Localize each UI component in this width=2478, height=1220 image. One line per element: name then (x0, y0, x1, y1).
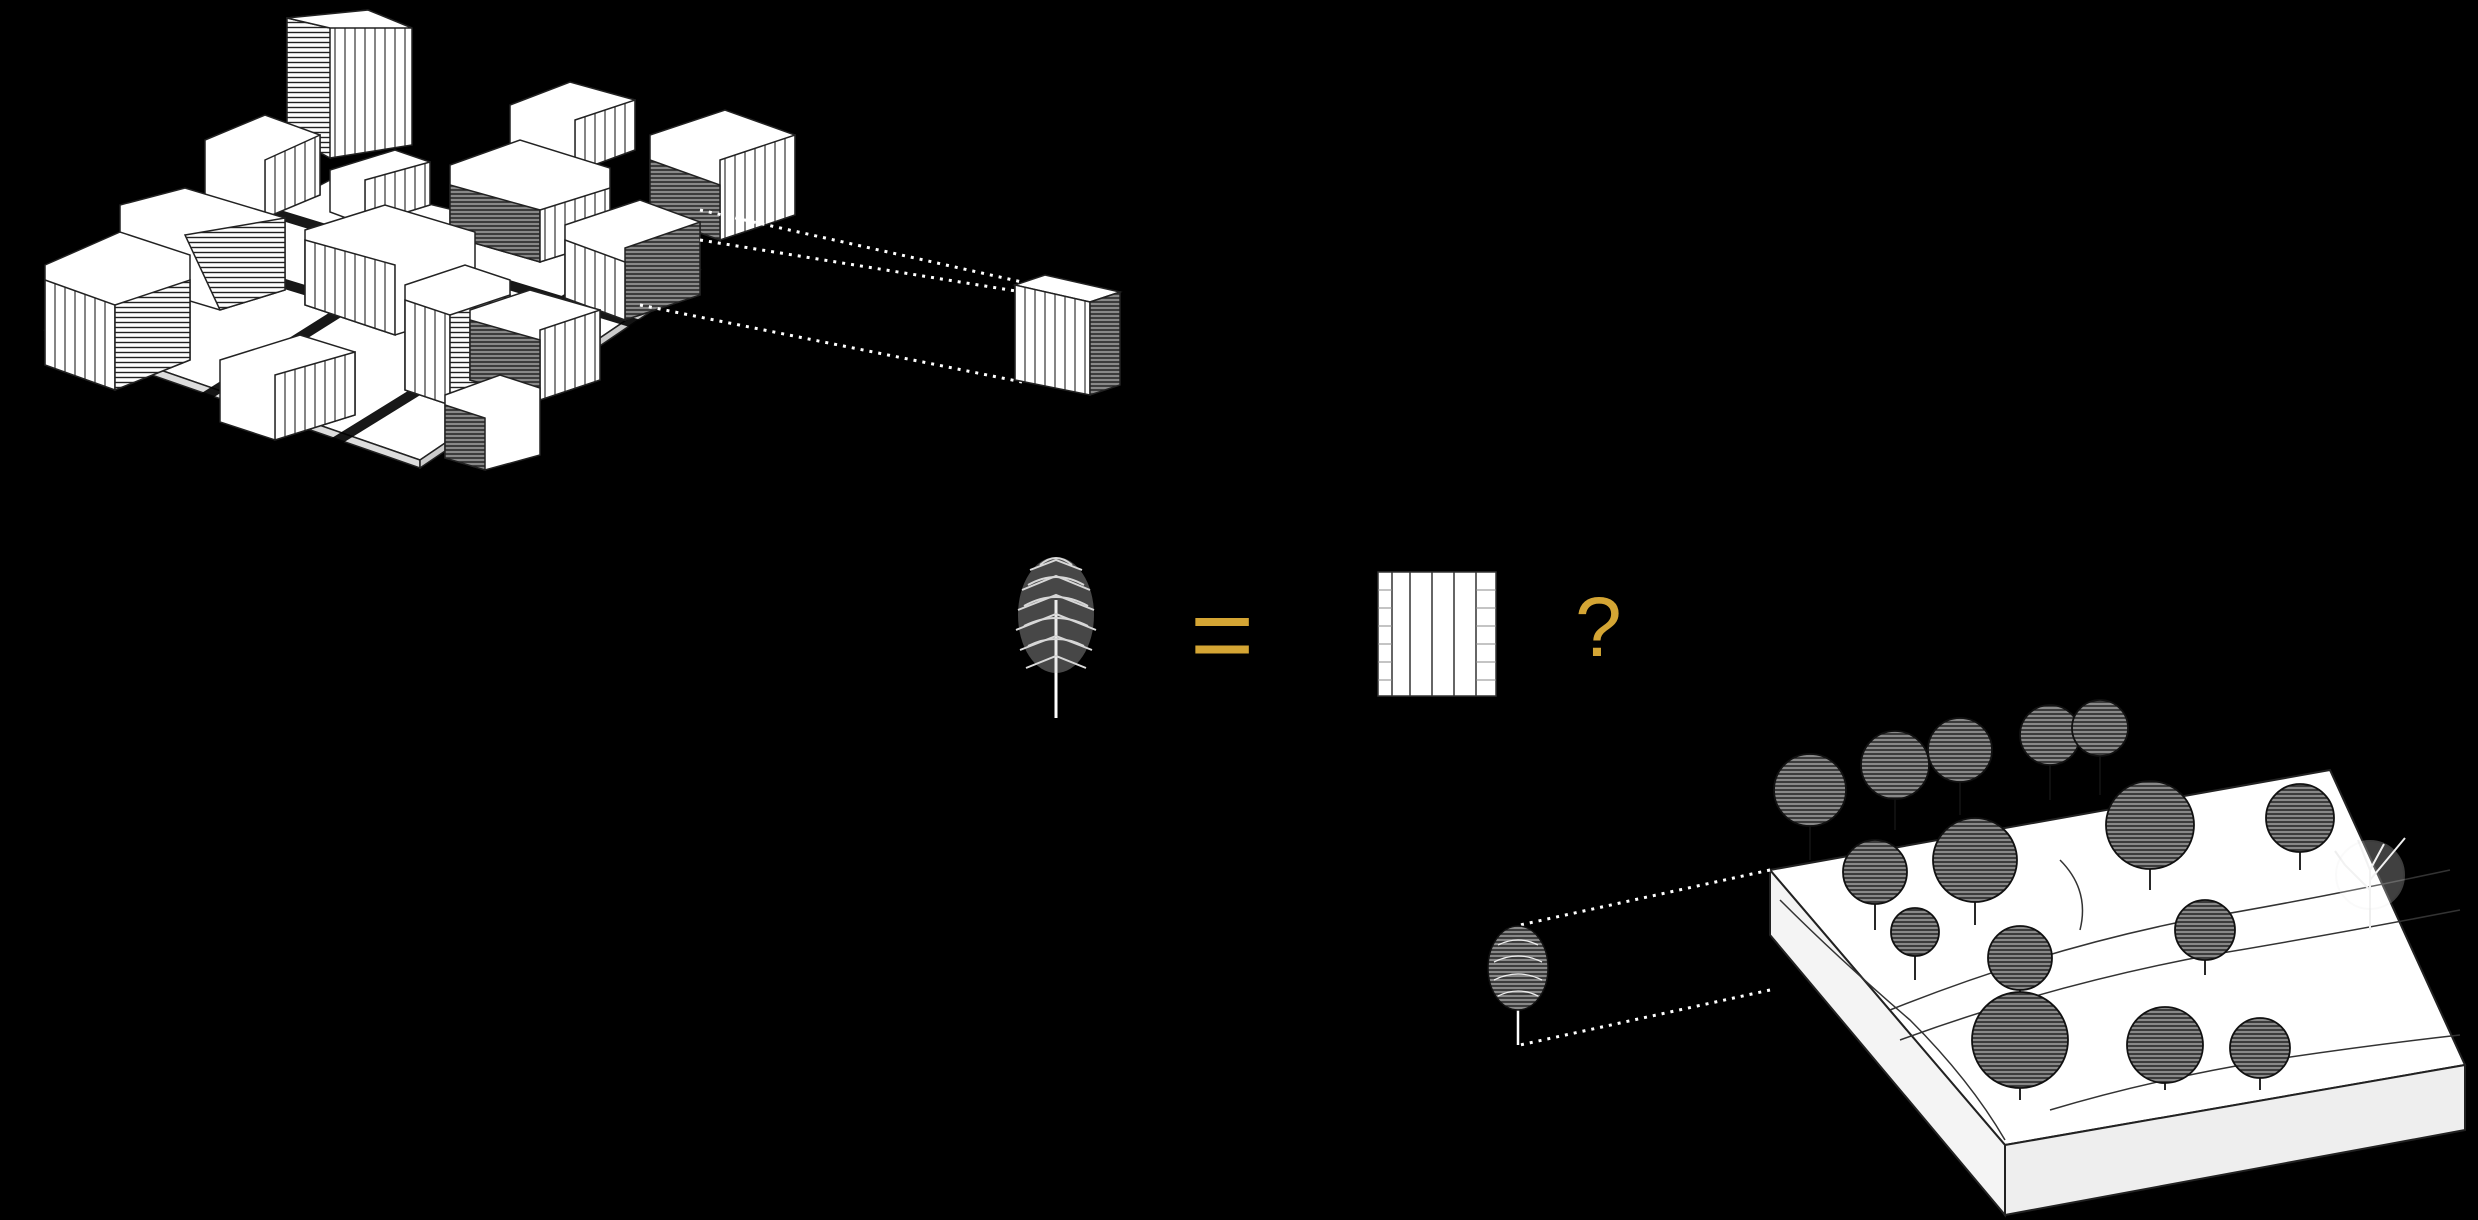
building-back-2 (649, 109, 796, 242)
bare-tree (2334, 837, 2406, 930)
tree-8 (1842, 839, 1908, 930)
tree-11 (2174, 899, 2236, 975)
building-front-2 (469, 289, 601, 402)
building-facade-icon (1377, 571, 1497, 697)
single-tree-icon (1015, 557, 1097, 718)
building-left-2 (44, 231, 191, 392)
tree-10 (1987, 925, 2053, 1010)
city-block-axonometric (43, 9, 796, 472)
tree-2 (1860, 730, 1930, 830)
tree-12 (1971, 991, 2069, 1100)
tree-3 (1927, 717, 1993, 815)
extracted-tree (1487, 925, 1549, 1045)
projection-lines-landscape (1519, 868, 1771, 1047)
equals-sign: = (1190, 573, 1255, 696)
building-front-4 (444, 374, 541, 472)
projection-lines-building (639, 208, 1023, 384)
building-mid-1 (204, 114, 321, 220)
tree-6 (2105, 780, 2195, 890)
tree-15 (2265, 783, 2335, 870)
tree-7 (1932, 817, 2018, 925)
tree-13 (2126, 1006, 2204, 1090)
landscape-block-axonometric (1768, 699, 2467, 1218)
tree-14 (2229, 1017, 2291, 1090)
building-mid-2 (329, 149, 431, 227)
single-building-module (1012, 274, 1123, 397)
tree-4 (2019, 704, 2081, 800)
tree-1 (1773, 753, 1847, 860)
tree-5 (2071, 699, 2129, 795)
tree-9 (1890, 907, 1940, 980)
building-right-1 (564, 199, 701, 322)
building-front-3 (219, 334, 356, 442)
question-mark: ? (1575, 580, 1622, 674)
building-back-1 (509, 81, 636, 174)
